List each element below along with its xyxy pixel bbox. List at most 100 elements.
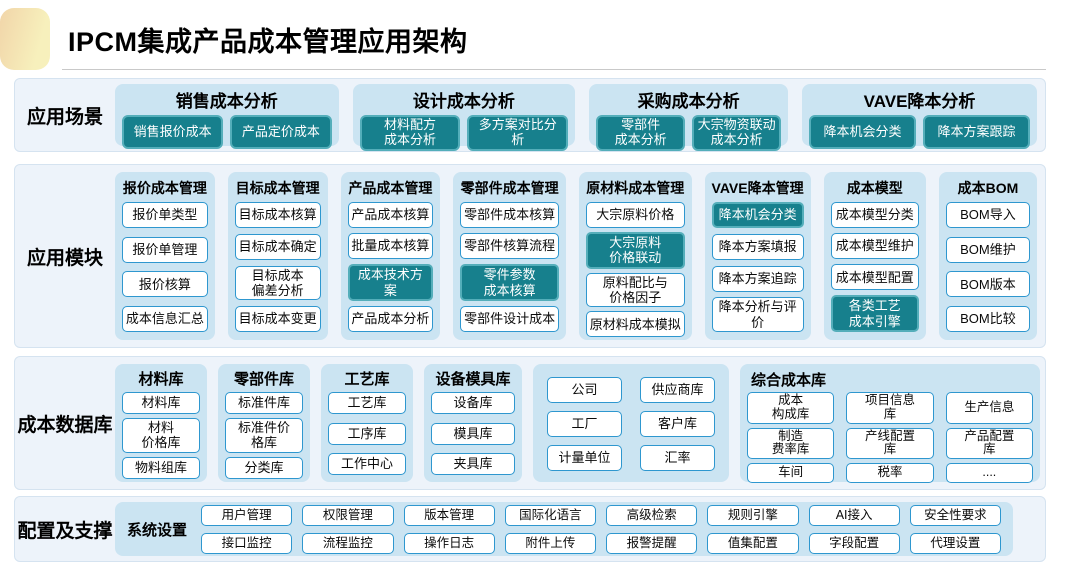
group-title: 成本BOM [957,180,1019,196]
module-chip: BOM比较 [945,305,1030,332]
module-chip-highlight: 成本技术方案 [347,264,434,301]
db-chip: 产线配置 库 [846,427,934,459]
module-chip: 产品成本分析 [347,305,434,332]
module-chip: BOM版本 [945,271,1030,298]
db-group-shared-master-data: 公司 工厂 计量单位 供应商库 客户库 汇率 [533,364,729,482]
module-chip-highlight: 各类工艺 成本引擎 [830,295,919,332]
scenario-chip: 大宗物资联动 成本分析 [692,115,782,151]
module-chip: 批量成本核算 [347,233,434,260]
module-columns: 报价成本管理 报价单类型 报价单管理 报价核算 成本信息汇总 目标成本管理 目标… [115,172,1037,340]
scenario-group-design: 设计成本分析 材料配方 成本分析 多方案对比分析 [352,84,576,151]
module-chip: 成本模型分类 [830,202,919,228]
db-chip: 成本 构成库 [747,392,835,424]
database-groups: 材料库 材料库 材料 价格库 物料组库 零部件库 标准件库 标准件价 格库 分类… [115,364,1040,483]
group-title: 销售成本分析 [175,92,278,111]
module-column-cost-bom: 成本BOM BOM导入 BOM维护 BOM版本 BOM比较 [938,172,1037,340]
group-title: 设计成本分析 [412,92,515,111]
db-group-material: 材料库 材料库 材料 价格库 物料组库 [115,364,207,482]
group-title: 综合成本库 [751,372,827,389]
system-settings-group: 系统设置 用户管理 权限管理 版本管理 国际化语言 高级检索 规则引擎 AI接入… [115,502,1013,556]
module-chip-highlight: 零件参数 成本核算 [460,264,559,301]
db-chip: 标准件价 格库 [225,418,303,453]
db-chip: 汇率 [640,445,715,471]
db-chip: 车间 [747,463,835,483]
db-group-equipment-mold: 设备模具库 设备库 模具库 夹具库 [424,364,522,482]
db-group-comprehensive: 综合成本库 成本 构成库 项目信息 库 生产信息 制造 费率库 产线配置 库 产… [740,364,1040,483]
group-title: 报价成本管理 [122,180,207,196]
group-title: 目标成本管理 [235,180,320,196]
support-chip: 代理设置 [909,532,1001,554]
module-chip: 报价单管理 [122,236,208,263]
support-chip: AI接入 [808,504,900,526]
db-chip: 生产信息 [945,392,1033,424]
module-column-product: 产品成本管理 产品成本核算 批量成本核算 成本技术方案 产品成本分析 [340,172,441,340]
module-chip: 目标成本变更 [234,306,321,332]
module-chip: 目标成本核算 [234,202,321,228]
module-chip: 报价核算 [122,271,208,298]
band-label-support: 配置及支撑 [17,520,113,542]
module-chip: 降本方案追踪 [711,265,804,292]
db-group-parts: 零部件库 标准件库 标准件价 格库 分类库 [218,364,310,482]
module-chip: 零部件核算流程 [460,233,559,260]
band-application-scenarios: 应用场景 销售成本分析 销售报价成本 产品定价成本 设计成本分析 材料配方 成本… [14,78,1046,152]
db-chip: 工序库 [328,422,406,445]
db-chip: .... [945,463,1033,483]
module-column-vave: VAVE降本管理 降本机会分类 降本方案填报 降本方案追踪 降本分析与评 价 [704,172,811,340]
db-chip: 公司 [547,377,622,403]
scenario-group-sales: 销售成本分析 销售报价成本 产品定价成本 [115,84,339,149]
group-title: 工艺库 [344,371,390,388]
db-chip: 供应商库 [640,377,715,403]
db-group-process: 工艺库 工艺库 工序库 工作中心 [321,364,413,482]
module-chip: 原材料成本模拟 [585,311,685,338]
module-chip-highlight: 降本机会分类 [711,202,804,228]
scenario-chip: 材料配方 成本分析 [359,115,461,151]
scenario-chip: 产品定价成本 [230,115,332,149]
group-title: VAVE降本分析 [863,92,976,111]
module-chip: 零部件设计成本 [460,305,559,332]
support-chip: 值集配置 [707,532,799,554]
band-configuration-support: 配置及支撑 系统设置 用户管理 权限管理 版本管理 国际化语言 高级检索 规则引… [14,496,1046,562]
scenario-groups: 销售成本分析 销售报价成本 产品定价成本 设计成本分析 材料配方 成本分析 多方… [115,84,1038,151]
support-chip: 附件上传 [504,532,596,554]
db-chip: 制造 费率库 [747,427,835,459]
band-label-modules: 应用模块 [26,247,103,269]
module-column-raw-material: 原材料成本管理 大宗原料价格 大宗原料 价格联动 原料配比与 价格因子 原材料成… [578,172,692,340]
title-divider [62,69,1046,70]
band-application-modules: 应用模块 报价成本管理 报价单类型 报价单管理 报价核算 成本信息汇总 目标成本… [14,164,1046,348]
title-accent-square [0,8,50,70]
db-chip: 税率 [846,463,934,483]
db-chip: 工作中心 [328,453,406,475]
group-title: 材料库 [138,371,184,388]
module-chip: 零部件成本核算 [460,202,559,228]
support-chip: 规则引擎 [707,504,799,526]
db-chip: 工艺库 [328,392,406,414]
db-chip: 材料 价格库 [122,418,200,453]
support-chip: 接口监控 [201,532,293,554]
page-header: IPCM集成产品成本管理应用架构 [0,0,1080,78]
module-chip: 大宗原料价格 [585,202,685,228]
group-title: 产品成本管理 [348,180,433,196]
band-label-scenarios: 应用场景 [26,106,103,128]
module-column-target: 目标成本管理 目标成本核算 目标成本确定 目标成本 偏差分析 目标成本变更 [227,172,328,340]
module-chip: 目标成本 偏差分析 [234,265,321,301]
support-chip: 权限管理 [302,504,394,526]
support-chip: 版本管理 [403,504,495,526]
module-chip: 降本分析与评 价 [711,297,804,332]
db-chip: 客户库 [640,411,715,437]
scenario-chip: 多方案对比分析 [467,115,569,151]
module-chip: 产品成本核算 [347,202,434,228]
module-chip: 成本模型配置 [830,264,919,291]
db-chip: 产品配置 库 [945,427,1033,459]
scenario-chip: 零部件 成本分析 [596,115,686,151]
group-title: 零部件成本管理 [460,180,559,196]
module-chip: 报价单类型 [122,202,208,228]
group-title: 设备模具库 [435,371,511,388]
band-label-database: 成本数据库 [17,414,113,436]
support-chip: 字段配置 [808,532,900,554]
support-chip: 报警提醒 [606,532,698,554]
db-chip: 物料组库 [122,456,200,479]
scenario-chip: 销售报价成本 [122,115,224,149]
page-title: IPCM集成产品成本管理应用架构 [68,27,468,57]
module-chip: BOM导入 [945,202,1030,228]
db-chip: 标准件库 [225,392,303,414]
